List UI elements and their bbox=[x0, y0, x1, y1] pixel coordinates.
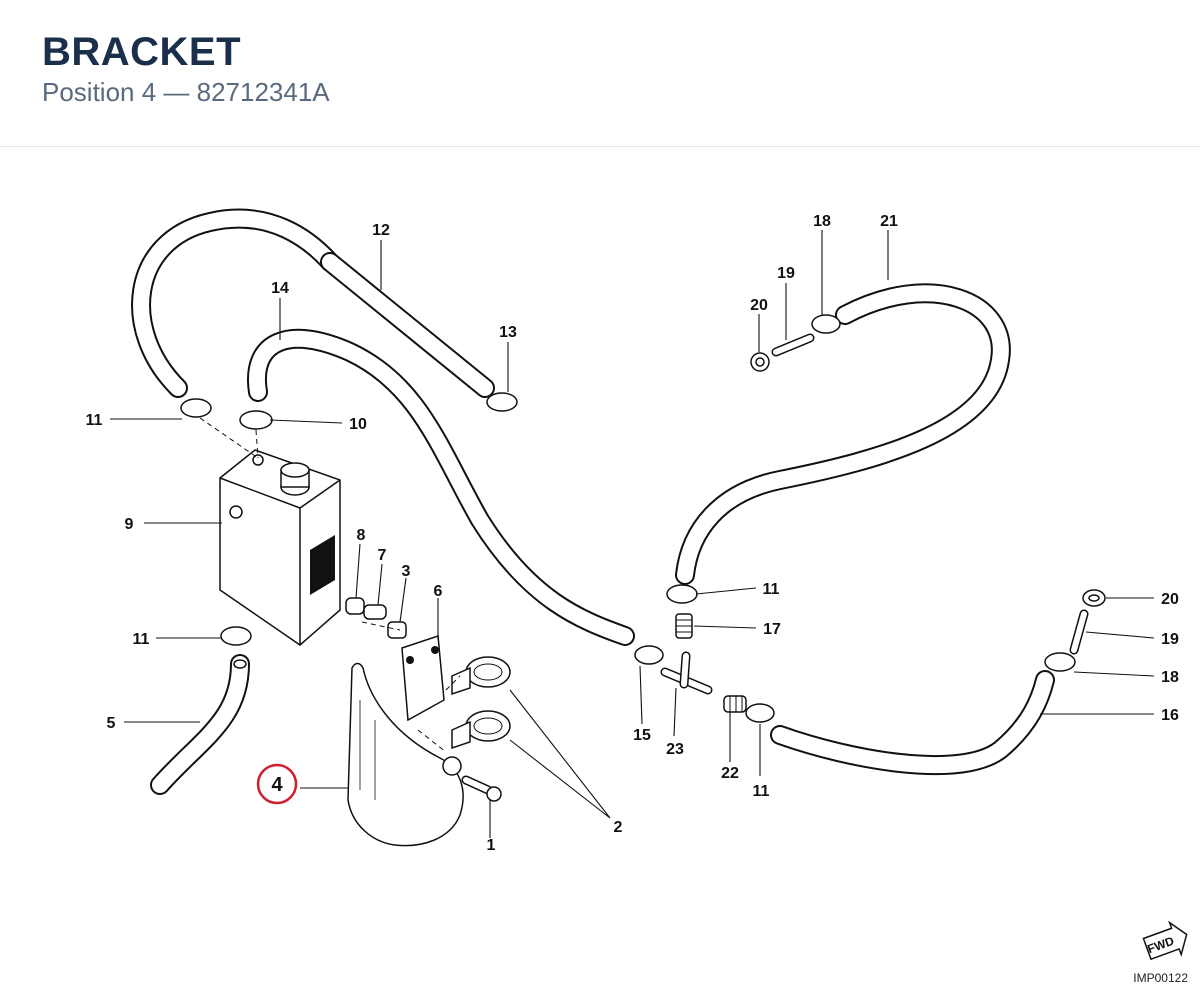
hose-12 bbox=[131, 208, 495, 398]
clamp-2-upper bbox=[451, 656, 511, 696]
hose-16 bbox=[770, 670, 1055, 776]
callout-15[interactable]: 15 bbox=[633, 727, 651, 744]
callout-11-b[interactable]: 11 bbox=[133, 631, 150, 648]
spacer-7 bbox=[363, 604, 387, 620]
callout-23[interactable]: 23 bbox=[666, 741, 684, 758]
clamp-2-lower bbox=[451, 710, 511, 750]
callout-4[interactable]: 4 bbox=[271, 774, 283, 796]
callout-19-b[interactable]: 19 bbox=[1161, 631, 1179, 648]
callout-18-a[interactable]: 18 bbox=[813, 213, 831, 230]
callout-11-a[interactable]: 11 bbox=[86, 412, 103, 429]
callout-2[interactable]: 2 bbox=[614, 819, 623, 836]
fwd-arrow-icon: FWD bbox=[1142, 920, 1188, 961]
callout-13[interactable]: 13 bbox=[499, 324, 517, 341]
connector-19-upper bbox=[771, 333, 815, 357]
callout-9[interactable]: 9 bbox=[125, 516, 134, 533]
t-piece-23 bbox=[660, 651, 713, 695]
callout-11-d[interactable]: 11 bbox=[753, 783, 770, 800]
page-header: BRACKET Position 4 — 82712341A bbox=[0, 0, 1200, 147]
callout-18-b[interactable]: 18 bbox=[1161, 669, 1179, 686]
bolt-1 bbox=[461, 775, 502, 802]
washer-20-lower bbox=[1082, 589, 1106, 607]
washer-20-upper bbox=[750, 352, 770, 372]
bushing-8 bbox=[345, 597, 365, 615]
callout-20-a[interactable]: 20 bbox=[750, 297, 768, 314]
callout-20-b[interactable]: 20 bbox=[1161, 591, 1179, 608]
parts-diagram: 1 2 3 4 5 6 7 8 9 10 11 11 11 11 11 12 1… bbox=[86, 208, 1188, 961]
canister-9 bbox=[219, 449, 341, 646]
callout-1[interactable]: 1 bbox=[487, 837, 496, 854]
callout-labels: 1 2 3 4 5 6 7 8 9 10 11 11 11 11 11 12 1… bbox=[86, 213, 1179, 854]
hose-14 bbox=[247, 328, 635, 646]
grommet-3 bbox=[387, 621, 407, 639]
callout-3[interactable]: 3 bbox=[402, 563, 411, 580]
plate-6 bbox=[401, 634, 445, 722]
callout-10[interactable]: 10 bbox=[349, 416, 367, 433]
callout-6[interactable]: 6 bbox=[434, 583, 443, 600]
bracket-4 bbox=[347, 662, 464, 847]
callout-12[interactable]: 12 bbox=[372, 222, 390, 239]
callout-21[interactable]: 21 bbox=[880, 213, 898, 230]
assembly-lines bbox=[199, 417, 461, 753]
page-subtitle: Position 4 — 82712341A bbox=[42, 77, 330, 107]
leader-lines bbox=[110, 230, 1155, 838]
connector-19-lower bbox=[1069, 609, 1089, 655]
callout-16[interactable]: 16 bbox=[1161, 707, 1179, 724]
hose-5 bbox=[150, 654, 250, 795]
highlight-circle bbox=[256, 763, 298, 805]
spring-22 bbox=[723, 695, 747, 713]
callout-19-a[interactable]: 19 bbox=[777, 265, 795, 282]
callout-5[interactable]: 5 bbox=[107, 715, 116, 732]
valve-17 bbox=[675, 613, 693, 639]
callout-8[interactable]: 8 bbox=[357, 527, 366, 544]
callout-22[interactable]: 22 bbox=[721, 765, 739, 782]
callout-14[interactable]: 14 bbox=[271, 280, 289, 297]
diagram-reference: IMP00122 bbox=[1133, 971, 1188, 985]
callout-17[interactable]: 17 bbox=[763, 621, 781, 638]
hose-clips bbox=[180, 314, 1076, 723]
callout-11-c[interactable]: 11 bbox=[763, 581, 780, 598]
hose-21 bbox=[675, 283, 1011, 585]
callout-7[interactable]: 7 bbox=[378, 547, 387, 564]
page-title: BRACKET bbox=[42, 30, 242, 74]
